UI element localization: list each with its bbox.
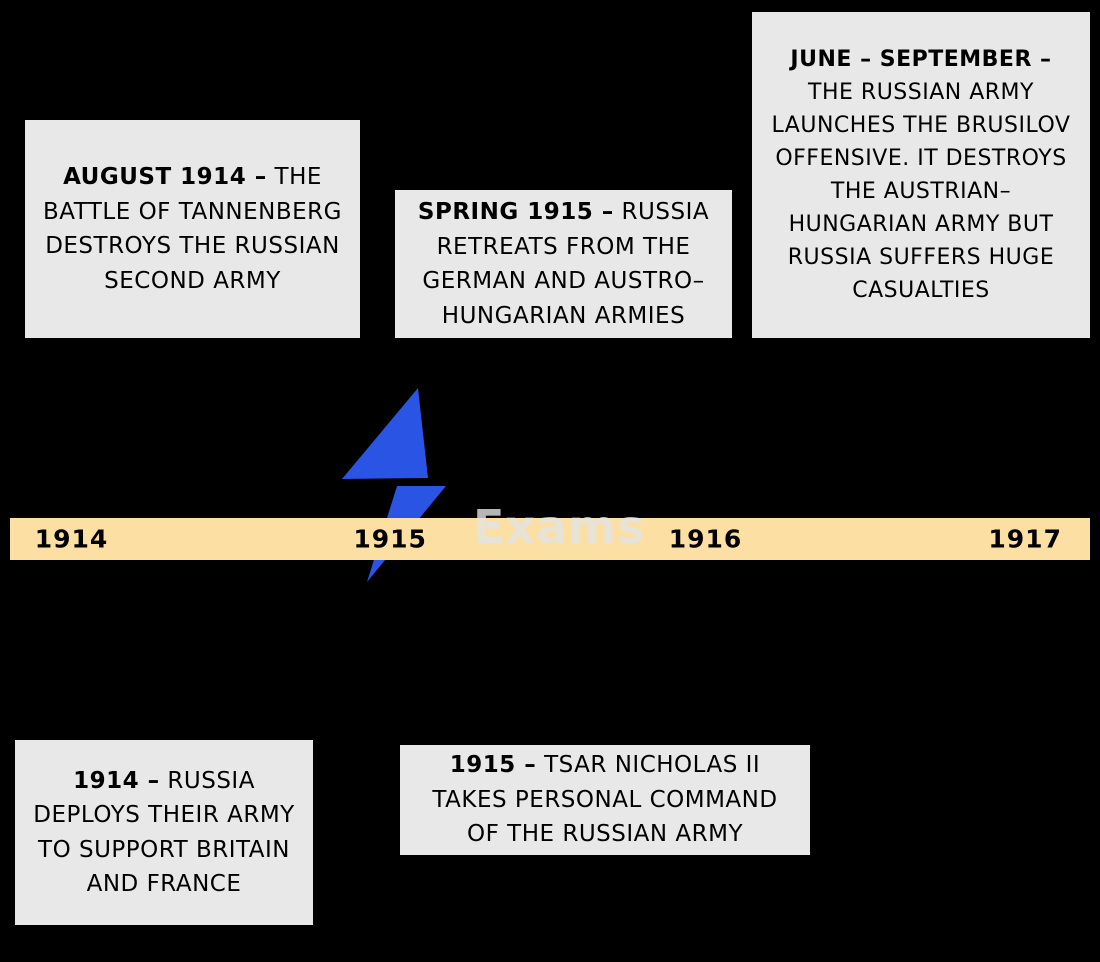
year-label-1917: 1917 — [988, 524, 1062, 554]
lightning-bolt-upper-segment — [342, 388, 428, 479]
event-date: JUNE – SEPTEMBER – — [790, 47, 1052, 72]
event-text-june-september-1916: JUNE – SEPTEMBER – THE RUSSIAN ARMY LAUN… — [766, 43, 1076, 307]
event-date: AUGUST 1914 – — [63, 164, 267, 190]
event-text-1914-deploy: 1914 – RUSSIA DEPLOYS THEIR ARMY TO SUPP… — [29, 764, 299, 902]
year-label-1914: 1914 — [34, 524, 109, 554]
event-box-1915-tsar: 1915 – TSAR NICHOLAS II TAKES PERSONAL C… — [400, 745, 810, 855]
event-text-1915-tsar: 1915 – TSAR NICHOLAS II TAKES PERSONAL C… — [414, 748, 796, 852]
event-description: TSAR NICHOLAS II TAKES PERSONAL COMMAND … — [432, 752, 778, 848]
event-box-august-1914: AUGUST 1914 – THE BATTLE OF TANNENBERG D… — [25, 120, 360, 338]
event-description: THE BATTLE OF TANNENBERG DESTROYS THE RU… — [43, 164, 342, 294]
event-text-spring-1915: SPRING 1915 – RUSSIA RETREATS FROM THE G… — [409, 195, 718, 333]
event-date: SPRING 1915 – — [417, 199, 614, 225]
year-label-1915: 1915 — [353, 524, 427, 554]
event-text-august-1914: AUGUST 1914 – THE BATTLE OF TANNENBERG D… — [39, 160, 346, 298]
year-label-1916: 1916 — [668, 524, 743, 554]
event-description: RUSSIA DEPLOYS THEIR ARMY TO SUPPORT BRI… — [33, 767, 295, 898]
event-description: THE RUSSIAN ARMY LAUNCHES THE BRUSILOV O… — [771, 80, 1071, 303]
event-date: 1915 – — [449, 752, 537, 779]
event-date: 1914 – — [73, 767, 160, 794]
timeline-bar: 1914 1915 1916 1917 — [10, 518, 1090, 560]
event-description: RUSSIA RETREATS FROM THE GERMAN AND AUST… — [422, 199, 710, 329]
event-box-june-september-1916: JUNE – SEPTEMBER – THE RUSSIAN ARMY LAUN… — [752, 12, 1090, 338]
event-box-spring-1915: SPRING 1915 – RUSSIA RETREATS FROM THE G… — [395, 190, 732, 338]
event-box-1914-deploy: 1914 – RUSSIA DEPLOYS THEIR ARMY TO SUPP… — [15, 740, 313, 925]
